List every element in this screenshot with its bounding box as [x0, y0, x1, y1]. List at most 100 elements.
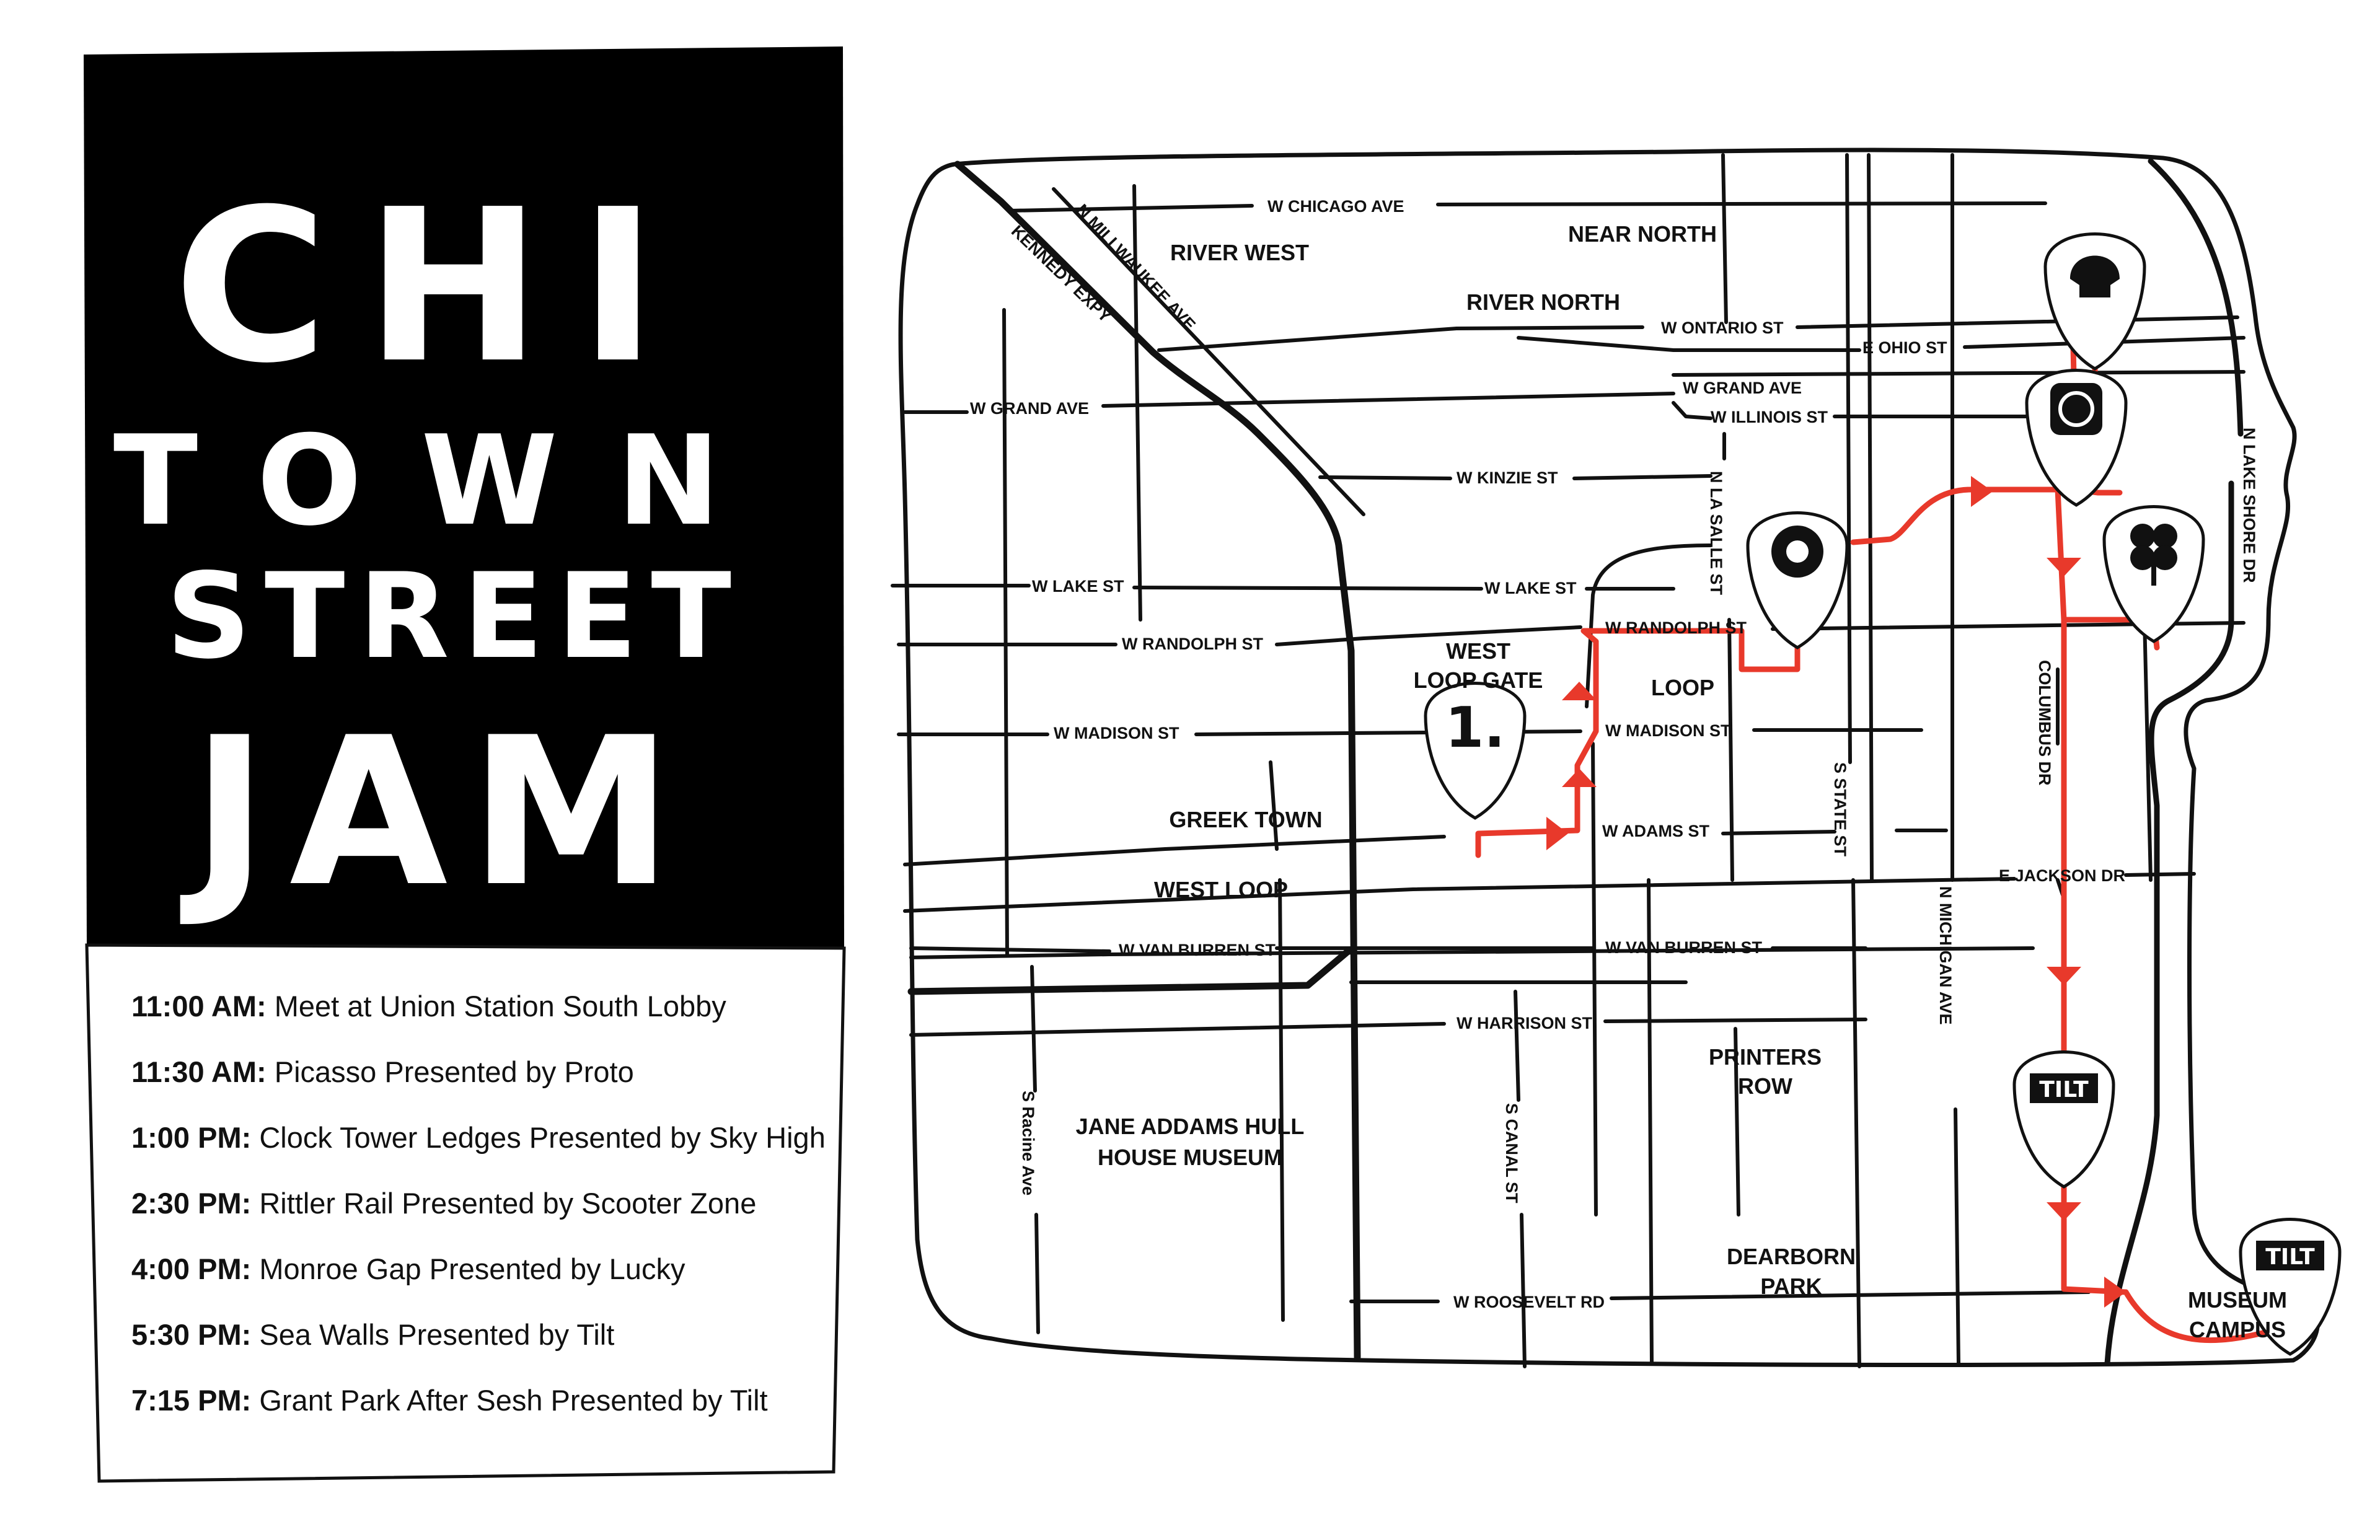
label-randolph-west: W RANDOLPH ST	[1122, 635, 1263, 653]
road-lasalle-north	[1721, 153, 1728, 324]
road-state	[1845, 153, 1861, 1368]
label-lake-west: W LAKE ST	[1032, 577, 1124, 596]
title-line-town: TOWN	[113, 409, 779, 553]
neighborhood-labels: RIVER WEST NEAR NORTH RIVER NORTH WEST L…	[1076, 221, 2287, 1342]
pin-tilt-grant-park-label: TILT	[2265, 1244, 2315, 1270]
label-grand-east: W GRAND AVE	[1683, 379, 1802, 397]
hood-greek-town: GREEK TOWN	[1169, 807, 1322, 832]
hood-dearborn-1: DEARBORN	[1727, 1244, 1856, 1269]
road-grand-west	[903, 392, 1675, 414]
road-wells	[1591, 742, 1598, 1217]
pin-proto-label: 1.	[1445, 695, 1505, 760]
title-panel: CHI TOWN STREET JAM	[84, 46, 844, 948]
label-madison-east: W MADISON ST	[1605, 721, 1731, 740]
label-lake-east: W LAKE ST	[1484, 579, 1577, 597]
scooter-zone-icon	[2050, 383, 2102, 435]
label-adams: W ADAMS ST	[1602, 822, 1709, 840]
road-clark	[1647, 878, 1654, 1365]
road-vanburen	[909, 946, 2035, 959]
road-dearborn	[1734, 1027, 1740, 1217]
road-madison	[897, 728, 1923, 736]
road-greektown	[903, 835, 1446, 866]
road-fieldblvd	[2143, 618, 2153, 882]
hood-near-north: NEAR NORTH	[1568, 221, 1717, 247]
hood-museum-1: MUSEUM	[2188, 1287, 2287, 1313]
scooter-zone-ring	[2058, 391, 2094, 427]
road-wacker-curve	[1585, 543, 1712, 708]
pin-tilt-sea-walls-body	[2012, 1050, 2115, 1189]
route-segment-2	[1850, 486, 2079, 545]
label-jackson: E JACKSON DR	[1999, 866, 2125, 885]
label-columbus: COLUMBUS DR	[2035, 660, 2054, 786]
route-arrow-3	[1562, 682, 1597, 700]
road-illinois	[1672, 401, 2060, 420]
pin-scooter-zone	[2025, 369, 2128, 507]
road-desplaines	[1269, 760, 1285, 1322]
route-arrow-8	[2104, 1277, 2126, 1308]
route-arrow-7	[2047, 1202, 2081, 1221]
pin-tilt-sea-walls: TILT	[2012, 1050, 2115, 1189]
hood-loop: LOOP	[1651, 675, 1714, 700]
road-vanburen-2	[909, 946, 1867, 953]
schedule-item-4: 2:30 PM: Rittler Rail Presented by Scoot…	[131, 1187, 756, 1220]
hood-printers-2: ROW	[1738, 1073, 1792, 1099]
road-canal	[1514, 990, 1527, 1368]
title-panel-background	[84, 46, 844, 948]
hood-river-north: RIVER NORTH	[1466, 289, 1620, 315]
schedule-item-1: 11:00 AM: Meet at Union Station South Lo…	[131, 990, 726, 1023]
road-wabash	[1867, 153, 1874, 882]
label-chicago-ave: W CHICAGO AVE	[1267, 197, 1404, 216]
road-harrison	[909, 1018, 1867, 1037]
schedule-item-3: 1:00 PM: Clock Tower Ledges Presented by…	[131, 1121, 826, 1154]
hood-river-west: RIVER WEST	[1170, 240, 1309, 265]
pin-proto: 1.	[1424, 682, 1527, 820]
route	[1475, 341, 2290, 1344]
pin-tilt-sea-walls-label: TILT	[2039, 1077, 2089, 1102]
hood-printers-1: PRINTERS	[1709, 1044, 1822, 1070]
pin-tilt-grant-park: TILT	[2239, 1218, 2342, 1356]
label-madison-west: W MADISON ST	[1054, 724, 1179, 742]
hood-jane-addams-2: HOUSE MUSEUM	[1098, 1145, 1282, 1170]
pin-lucky	[2102, 505, 2205, 643]
label-kinzie: W KINZIE ST	[1457, 469, 1558, 487]
schedule-panel-border	[85, 943, 846, 1483]
road-millwaukee	[1052, 187, 1365, 516]
hood-museum-2: CAMPUS	[2189, 1317, 2286, 1342]
pin-top-body	[2043, 232, 2146, 371]
label-harrison: W HARRISON ST	[1457, 1014, 1593, 1032]
road-lake-west	[891, 584, 1483, 591]
road-lasalle	[1722, 432, 1734, 882]
tilt-logo-icon	[2030, 1073, 2098, 1103]
road-adams	[1721, 829, 1948, 835]
map	[891, 147, 2320, 1368]
hood-west-loop-gate-1: WEST	[1446, 638, 1510, 664]
road-michigan	[1950, 153, 1960, 1365]
schedule-panel: 11:00 AM: Meet at Union Station South Lo…	[85, 943, 846, 1483]
label-canal: S CANAL ST	[1502, 1103, 1521, 1203]
road-eisenhower	[907, 948, 1352, 995]
route-arrow-4	[1971, 476, 1993, 507]
road-kennedy-expy	[954, 161, 1361, 1361]
title-line-jam: JAM	[179, 693, 695, 931]
pin-proto-body	[1424, 682, 1527, 820]
route-arrow-2	[1562, 768, 1597, 787]
label-ohio: E OHIO ST	[1862, 338, 1947, 357]
label-randolph-east: W RANDOLPH ST	[1605, 618, 1747, 637]
road-grand-east	[1672, 370, 2246, 377]
title-line-street: STREET	[166, 548, 745, 685]
road-kinzie	[1318, 474, 1712, 480]
wheel-hub	[1786, 540, 1809, 563]
route-segment-1	[1475, 626, 1800, 858]
road-chicago-ave	[1008, 201, 2047, 213]
clover-icon	[2130, 524, 2177, 586]
label-illinois: W ILLINOIS ST	[1711, 408, 1828, 426]
schedule-item-6: 5:30 PM: Sea Walls Presented by Tilt	[131, 1318, 614, 1351]
label-vanburen-east: W VAN BURREN ST	[1605, 938, 1763, 957]
pin-top	[2043, 232, 2146, 371]
road-roosevelt	[1349, 1290, 2091, 1303]
label-ontario: W ONTARIO ST	[1661, 319, 1784, 337]
label-lasalle: N LA SALLE ST	[1707, 471, 1726, 596]
skyhigh-logo-icon	[2070, 255, 2120, 297]
title-line-chi: CHI	[174, 164, 695, 410]
